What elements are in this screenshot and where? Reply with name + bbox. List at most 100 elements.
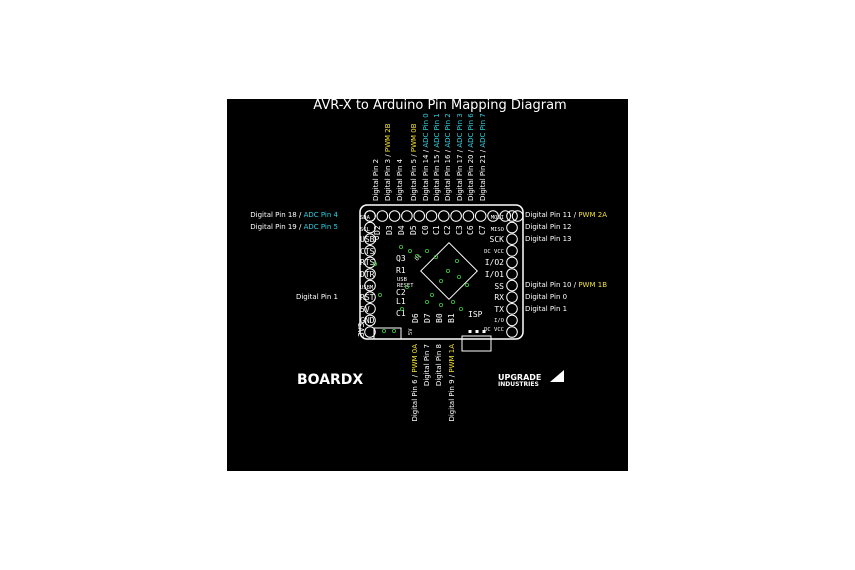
bottom-pin-label-main: Digital Pin 6 / xyxy=(411,373,419,422)
top-pin-label-main: Digital Pin 15 / xyxy=(433,148,441,201)
top-pin-label: Digital Pin 2 xyxy=(372,159,380,201)
silk-left-pin: RST xyxy=(360,293,375,302)
bottom-pin-label: Digital Pin 6 / PWM 0A xyxy=(411,344,419,422)
diagram-canvas: AVR-X to Arduino Pin Mapping Diagram Dig… xyxy=(250,99,607,422)
top-pin-label: Digital Pin 16 / ADC Pin 2 xyxy=(444,113,452,201)
left-pad xyxy=(364,326,376,338)
right-pad xyxy=(506,233,518,245)
silk-center-label: Q3 xyxy=(396,254,406,263)
silk-top-pin: D3 xyxy=(385,225,394,235)
top-pin-label-main: Digital Pin 2 xyxy=(372,159,380,201)
right-pad xyxy=(506,279,518,292)
top-pin-label-tag: ADC Pin 2 xyxy=(444,113,452,147)
top-pin-label-main: Digital Pin 4 xyxy=(396,158,404,201)
top-pin-label-tag: ADC Pin 6 xyxy=(467,113,475,148)
silk-top-pin: C7 xyxy=(478,225,487,235)
silk-top-pin: C6 xyxy=(466,225,475,235)
silk-left-pin: USBM xyxy=(360,285,374,291)
top-pin-label: Digital Pin 20 / ADC Pin 6 xyxy=(467,113,475,201)
isp-pin xyxy=(475,330,479,333)
left-pad xyxy=(364,245,376,257)
top-pin-label: Digital Pin 3 / PWM 2B xyxy=(384,123,392,201)
via xyxy=(404,284,409,289)
left-pad xyxy=(364,291,376,303)
left-pin-label: Digital Pin 1 xyxy=(296,293,338,301)
via xyxy=(438,278,443,283)
via xyxy=(456,274,461,279)
right-pin-label: Digital Pin 1 xyxy=(525,305,567,313)
left-pad xyxy=(364,268,376,280)
silk-left-pin: SDA xyxy=(360,215,371,221)
top-pad xyxy=(462,210,475,222)
right-pin-label: Digital Pin 13 xyxy=(525,235,572,243)
bottom-pin-label-main: Digital Pin 8 xyxy=(435,344,443,386)
top-pad xyxy=(511,210,524,222)
top-pad xyxy=(487,210,499,222)
bottom-pin-label: Digital Pin 9 / PWM 1A xyxy=(448,344,456,422)
right-pin-label-main: Digital Pin 11 / xyxy=(525,211,578,219)
via xyxy=(438,302,443,307)
silk-center-label: C1 xyxy=(396,309,406,318)
top-pin-label-tag: ADC Pin 7 xyxy=(479,113,487,147)
bottom-pin-label: Digital Pin 7 xyxy=(423,344,431,386)
via xyxy=(458,306,463,311)
left-pad xyxy=(364,221,376,234)
top-pin-label-main: Digital Pin 5 / xyxy=(410,152,418,201)
right-pin-label: Digital Pin 0 xyxy=(525,293,567,301)
silk-right-pin: SCK xyxy=(490,235,505,244)
via xyxy=(445,268,450,273)
mcu-chip xyxy=(420,242,478,300)
left-pin-label-main: Digital Pin 19 / xyxy=(250,223,303,231)
top-pin-label-main: Digital Pin 20 / xyxy=(467,148,475,201)
via xyxy=(399,306,404,311)
silk-top-pin: D2 xyxy=(373,225,382,235)
silk-bottom-pin: B0 xyxy=(435,313,444,323)
diagram-title: AVR-X to Arduino Pin Mapping Diagram xyxy=(313,99,566,113)
via xyxy=(450,299,455,304)
silk-center-label: ISP xyxy=(468,310,483,319)
bottom-pin-label: Digital Pin 8 xyxy=(435,344,443,386)
via xyxy=(414,253,419,258)
top-pad xyxy=(425,210,438,222)
top-pad xyxy=(376,210,389,222)
silk-top-pin: C1 xyxy=(432,225,441,235)
silk-right-pin: I/O1 xyxy=(485,270,504,279)
right-pin-label-tag: PWM 1B xyxy=(578,281,607,289)
silk-bottom-pin: B1 xyxy=(447,313,456,323)
left-pin-label-tag: ADC Pin 5 xyxy=(304,223,338,231)
silk-left-pin: 5V xyxy=(360,305,370,314)
via xyxy=(433,254,438,259)
board-vias xyxy=(372,244,469,333)
via xyxy=(391,328,396,333)
top-pin-label-tag: ADC Pin 3 xyxy=(456,113,464,147)
left-pad xyxy=(364,314,376,327)
top-pin-label: Digital Pin 5 / PWM 0B xyxy=(410,123,418,201)
pin-labels: Digital Pin 2 Digital Pin 3 / PWM 2B Digit… xyxy=(250,113,607,422)
top-pin-label: Digital Pin 14 / ADC Pin 0 xyxy=(422,113,430,201)
via xyxy=(424,248,429,253)
isp-pin xyxy=(482,330,486,333)
top-pin-label-tag: PWM 0B xyxy=(410,123,418,152)
silk-bottom-pin: D7 xyxy=(423,313,432,323)
top-pin-label: Digital Pin 21 / ADC Pin 7 xyxy=(479,113,487,201)
left-pin-label: Digital Pin 19 / ADC Pin 5 xyxy=(250,223,338,231)
top-pad xyxy=(401,210,413,222)
logo-triangle-icon xyxy=(550,370,564,382)
right-pad xyxy=(506,221,518,234)
right-pin-label-main: Digital Pin 1 xyxy=(525,305,567,313)
via xyxy=(424,299,429,304)
silk-right-pin: I/O xyxy=(494,318,504,324)
silk-left-pin: GND xyxy=(360,316,375,325)
via xyxy=(429,292,434,297)
board-outline xyxy=(359,204,524,340)
top-pin-label-tag: PWM 2B xyxy=(384,123,392,152)
top-pin-label: Digital Pin 4 xyxy=(396,158,404,201)
silk-center-label: USB xyxy=(397,277,408,283)
top-pin-label: Digital Pin 15 / ADC Pin 1 xyxy=(433,113,441,201)
bottom-pin-label-tag: PWM 1A xyxy=(448,344,456,373)
jumper-box xyxy=(373,327,402,340)
silk-top-pin: C0 xyxy=(421,225,430,235)
silk-center-label: C2 xyxy=(396,288,406,297)
silk-right-pin: DC VCC xyxy=(484,327,504,333)
